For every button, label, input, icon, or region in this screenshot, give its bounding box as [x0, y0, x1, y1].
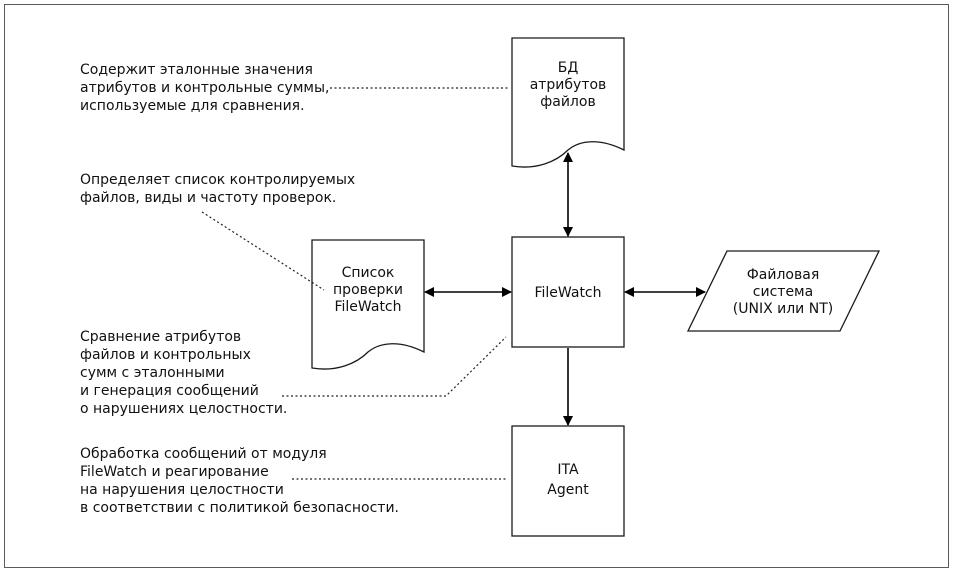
agent-note-line-3: на нарушения целостности	[80, 482, 284, 498]
checklist-label-line-1: Список	[342, 265, 395, 281]
compare-note-line-1: Сравнение атрибутов	[80, 329, 241, 345]
agent-node: ITA Agent	[511, 425, 625, 537]
agent-note-line-1: Обработка сообщений от модуля	[80, 446, 327, 462]
leader-checklist-note	[201, 211, 325, 291]
compare-annotation: Сравнение атрибутов файлов и контрольных…	[80, 329, 287, 417]
db-note-line-1: Содержит эталонные значения	[80, 62, 313, 78]
filesystem-label-line-1: Файловая	[747, 267, 820, 283]
compare-note-line-3: сумм с эталонными	[80, 365, 225, 381]
checklist-annotation: Определяет список контролируемых файлов,…	[80, 172, 355, 206]
db-note-line-2: атрибутов и контрольные суммы,	[80, 80, 329, 96]
checklist-label-line-3: FileWatch	[334, 299, 401, 315]
diagram-frame	[4, 4, 949, 568]
leader-compare-note	[282, 336, 507, 397]
db-annotation: Содержит эталонные значения атрибутов и …	[80, 62, 329, 114]
agent-note-line-2: FileWatch и реагирование	[80, 464, 269, 480]
agent-annotation: Обработка сообщений от модуля FileWatch …	[80, 446, 399, 516]
agent-note-line-4: в соответствии с политикой безопасности.	[80, 500, 399, 516]
filesystem-label-line-3: (UNIX или NT)	[733, 301, 833, 317]
filewatch-label: FileWatch	[534, 285, 601, 301]
compare-note-line-5: о нарушениях целостности.	[80, 401, 287, 417]
filesystem-label-line-2: система	[753, 284, 813, 300]
filewatch-node: FileWatch	[511, 236, 625, 348]
db-node: БД атрибутов файлов	[511, 37, 625, 168]
compare-note-line-2: файлов и контрольных	[80, 347, 251, 363]
filesystem-node: Файловая система (UNIX или NT)	[686, 250, 881, 332]
checklist-note-line-1: Определяет список контролируемых	[80, 172, 355, 188]
db-label-line-1: БД	[558, 60, 579, 76]
db-label-line-2: атрибутов	[530, 77, 607, 93]
checklist-note-line-2: файлов, виды и частоту проверок.	[80, 190, 336, 206]
compare-note-line-4: и генерация сообщений	[80, 383, 259, 399]
agent-label-line-1: ITA	[557, 462, 579, 478]
agent-label-line-2: Agent	[547, 482, 589, 498]
checklist-label-line-2: проверки	[333, 282, 403, 298]
checklist-node: Список проверки FileWatch	[311, 239, 425, 370]
db-label-line-3: файлов	[540, 94, 595, 110]
db-note-line-3: используемые для сравнения.	[80, 98, 305, 114]
